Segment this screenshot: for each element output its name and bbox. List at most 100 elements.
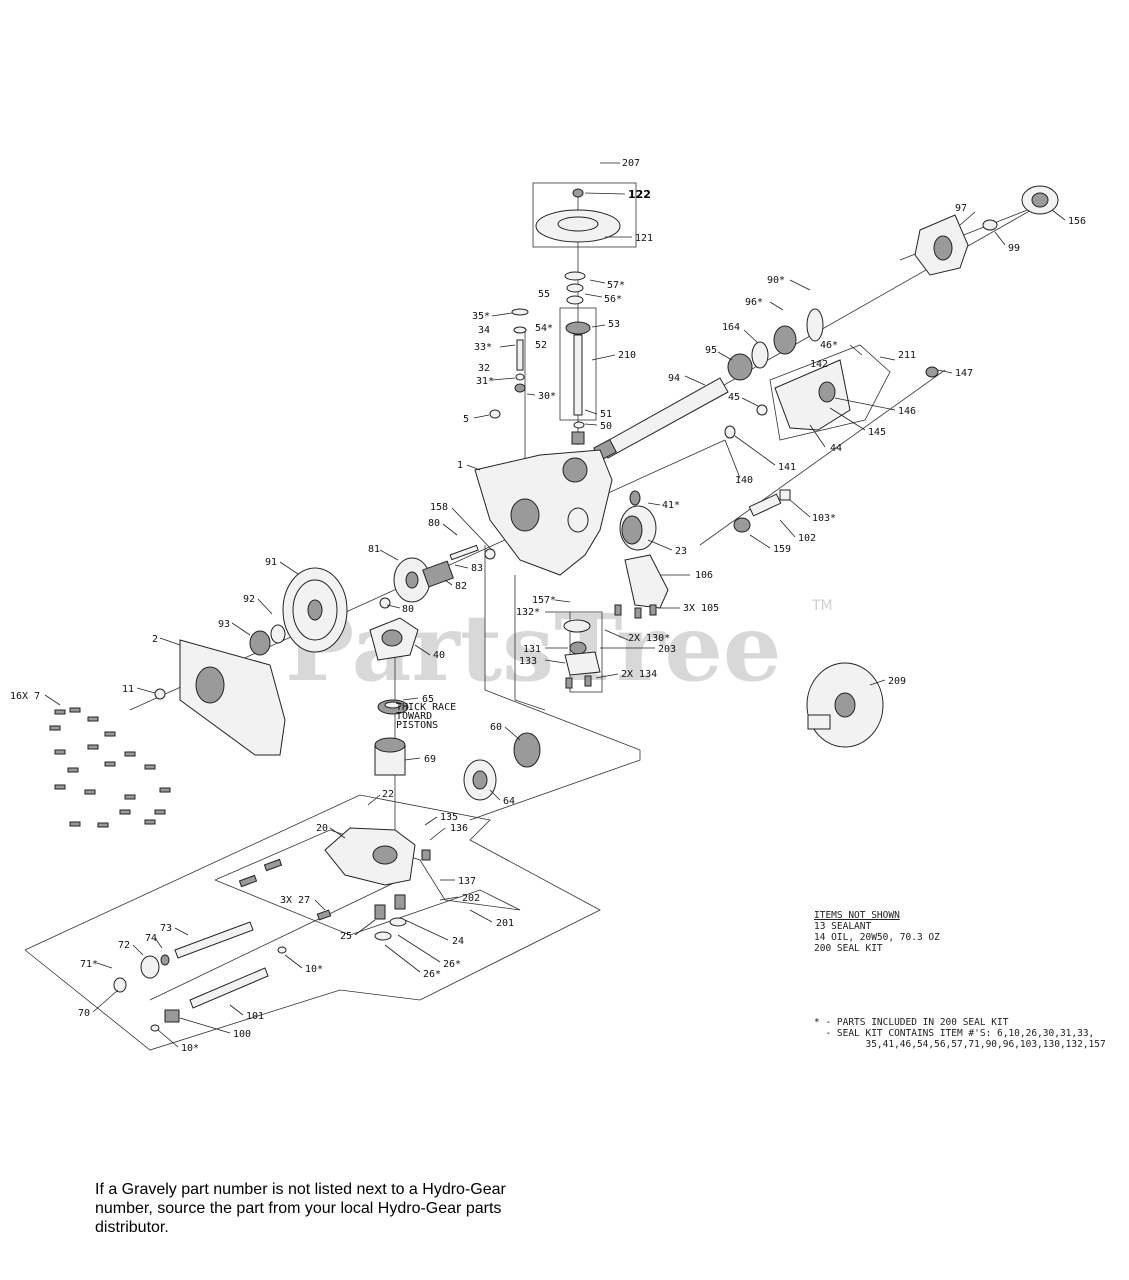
callout-156: 156 [1068,216,1086,227]
box-assembly-outline [24,794,601,1051]
callout-134: 2X 134 [621,669,657,680]
callout-145: 145 [868,427,886,438]
bypass-rod-32 [489,308,529,419]
flange-209 [806,662,884,748]
bolts-7 [49,707,171,828]
callout-121: 121 [635,233,653,244]
seal-note-line: 35,41,46,54,56,57,71,90,96,103,130,132,1… [814,1039,1106,1050]
callout-158: 158 [430,502,448,513]
callout-101: 101 [246,1011,264,1022]
gear-81 [393,544,479,603]
callout-209: 209 [888,676,906,687]
callout-69: 69 [424,754,436,765]
callout-71: 71* [80,959,98,970]
shaft-101 [150,946,287,1032]
callout-210: 210 [618,350,636,361]
valves-24-25-26 [374,894,407,941]
items-not-shown-line: 14 OIL, 20W50, 70.3 OZ [814,932,940,943]
callout-23: 23 [675,546,687,557]
callout-106: 106 [695,570,713,581]
cover-2 [154,639,286,756]
pulley-121 [535,188,621,243]
callout-211: 211 [898,350,916,361]
callout-122: 122 [628,188,651,201]
seal-kit-notes: * - PARTS INCLUDED IN 200 SEAL KIT - SEA… [814,1017,1106,1050]
callout-92: 92 [243,594,255,605]
callout-labels: 207 122 121 57* 56* 55 54* 53 52 210 51 … [10,158,1086,1054]
bearing-23-seal-41 [619,490,657,551]
thick-race-note-line-3: PISTONS [396,720,438,731]
callout-159: 159 [773,544,791,555]
callout-146: 146 [898,406,916,417]
swashplate-40 [369,617,419,661]
callout-33: 33* [474,342,492,353]
callout-137: 137 [458,876,476,887]
callout-133: 133 [519,656,537,667]
callout-5: 5 [463,414,469,425]
callout-142: 142 [810,359,828,370]
axis-brake [699,369,946,546]
callout-83: 83 [471,563,483,574]
thick-race-note-line-1: THICK RACE [396,702,456,713]
box-207 [532,182,637,248]
callout-72: 72 [118,940,130,951]
callout-135: 135 [440,812,458,823]
callout-40: 40 [433,650,445,661]
callout-94: 94 [668,373,680,384]
callout-97: 97 [955,203,967,214]
callout-7: 16X 7 [10,691,40,702]
items-not-shown-heading: ITEMS NOT SHOWN [814,910,900,921]
callout-45: 45 [728,392,740,403]
callout-26-lower: 26* [423,969,441,980]
callout-91: 91 [265,557,277,568]
callout-95: 95 [705,345,717,356]
axis-motor [149,879,401,1001]
items-not-shown-line: 13 SEALANT [814,921,872,932]
callout-100: 100 [233,1029,251,1040]
callout-202: 202 [462,893,480,904]
callout-34: 34 [478,325,490,336]
callout-56: 56* [604,294,622,305]
callout-27: 3X 27 [280,895,310,906]
callout-99: 99 [1008,243,1020,254]
pump-block-69 [374,737,406,776]
leader-lines [44,162,1066,1048]
callout-10-upper: 10* [305,964,323,975]
bearings-92-93 [249,548,496,656]
thick-race-note-line-2: TOWARD [396,711,432,722]
callout-80-upper: 80 [428,518,440,529]
brake-bracket-211 [724,359,939,439]
charge-pump-131-133 [563,619,601,689]
motor-block-64 [463,732,541,801]
callout-74: 74 [145,933,157,944]
callout-30: 30* [538,391,556,402]
bracket-106 [614,554,669,619]
callout-141: 141 [778,462,796,473]
thrust-bearing-65 [377,699,409,715]
callout-103: 103* [812,513,836,524]
box-pump-route-2 [514,575,546,711]
callout-31: 31* [476,376,494,387]
callout-53: 53 [608,319,620,330]
callout-24: 24 [452,936,464,947]
center-section-20 [238,827,431,921]
watermark-tm: TM [811,598,833,614]
hub-97 [914,185,1059,276]
seal-note-line: * - PARTS INCLUDED IN 200 SEAL KIT [814,1017,1009,1028]
callout-57: 57* [607,280,625,291]
motor-shaft-73 [113,921,254,993]
callout-90: 90* [767,275,785,286]
callout-20: 20 [316,823,328,834]
input-shaft-stack-52 [564,271,591,445]
box-211 [769,344,891,441]
callout-82: 82 [455,581,467,592]
callout-80-lower: 80 [402,604,414,615]
callout-2: 2 [152,634,158,645]
callout-93: 93 [218,619,230,630]
callout-22: 22 [382,789,394,800]
callout-41: 41* [662,500,680,511]
callout-25: 25 [340,931,352,942]
callout-140: 140 [735,475,753,486]
callout-157: 157* [532,595,556,606]
callout-55: 55 [538,289,550,300]
